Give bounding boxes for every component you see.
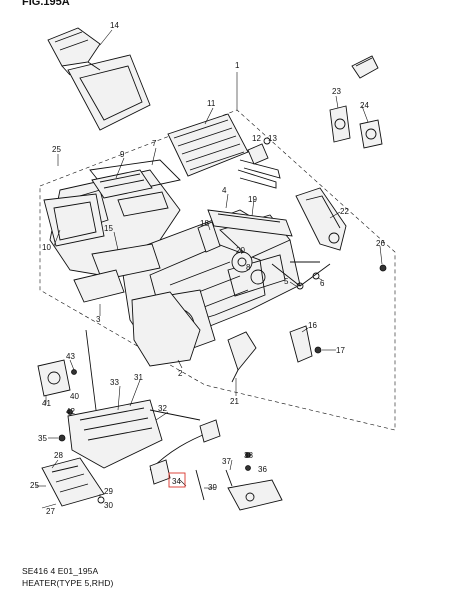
callout-12[interactable]: 12 [252, 134, 261, 143]
duct-lower-part[interactable] [73, 269, 125, 303]
clip-part[interactable] [312, 272, 320, 280]
actuator-arm-part[interactable] [289, 325, 313, 363]
callout-15[interactable]: 15 [104, 224, 113, 233]
callout-25[interactable]: 25 [52, 145, 61, 154]
screw-part-38[interactable] [245, 452, 251, 458]
callout-23[interactable]: 23 [332, 87, 341, 96]
callout-4[interactable]: 4 [222, 186, 227, 195]
callout-2[interactable]: 2 [178, 369, 183, 378]
screw-part-42[interactable] [67, 409, 73, 415]
callout-40[interactable]: 40 [70, 392, 79, 401]
callout-14[interactable]: 14 [110, 21, 119, 30]
switch-part[interactable] [225, 469, 283, 511]
linkage-rod-part[interactable] [271, 263, 331, 290]
callout-8[interactable]: 8 [246, 263, 251, 272]
knob-part-30[interactable] [97, 496, 105, 504]
diagram-code: SE416 4 E01_195A [22, 566, 99, 576]
callout-34-highlight [168, 472, 186, 488]
callout-39[interactable]: 39 [208, 483, 217, 492]
callout-35[interactable]: 35 [38, 434, 47, 443]
callout-25b[interactable]: 25 [30, 481, 39, 490]
control-lever-part[interactable] [197, 221, 221, 253]
callout-17[interactable]: 17 [336, 346, 345, 355]
heater-core-part[interactable] [167, 113, 281, 189]
screw-part-36[interactable] [245, 465, 251, 471]
callout-22[interactable]: 22 [340, 207, 349, 216]
figure-title: FIG.195A [22, 0, 70, 8]
leader-lines [36, 95, 383, 509]
callout-27[interactable]: 27 [46, 507, 55, 516]
servo-bracket-part[interactable] [295, 187, 347, 251]
callout-3[interactable]: 3 [96, 315, 101, 324]
callout-7[interactable]: 7 [152, 139, 157, 148]
callout-24[interactable]: 24 [360, 101, 369, 110]
callout-34[interactable]: 34 [172, 477, 181, 486]
callout-29[interactable]: 29 [104, 487, 113, 496]
assembly-outline [39, 72, 396, 431]
linkage-bar-part[interactable] [207, 209, 293, 237]
air-outlet-part[interactable] [91, 243, 161, 281]
callout-labels: 1 2 3 4 5 6 7 8 9 10 11 12 13 14 15 16 1… [30, 21, 385, 516]
callout-20[interactable]: 20 [236, 246, 245, 255]
grommet-part-23[interactable] [329, 105, 351, 143]
callout-43[interactable]: 43 [66, 352, 75, 361]
callout-41[interactable]: 41 [42, 399, 51, 408]
callout-19[interactable]: 19 [248, 195, 257, 204]
knob-panel-part[interactable] [41, 457, 105, 507]
callout-1[interactable]: 1 [235, 61, 240, 70]
callout-36[interactable]: 36 [258, 465, 267, 474]
motor-bracket-part[interactable] [37, 359, 77, 397]
gear-part[interactable] [231, 251, 253, 273]
callout-10[interactable]: 10 [42, 243, 51, 252]
mounting-bracket-part[interactable] [351, 55, 379, 79]
grommet-part-24[interactable] [359, 119, 383, 149]
damper-plate-part[interactable] [117, 191, 169, 217]
callout-30[interactable]: 30 [104, 501, 113, 510]
callout-38[interactable]: 38 [244, 451, 253, 460]
callout-13[interactable]: 13 [268, 134, 277, 143]
pipe-clamp-part[interactable] [247, 137, 271, 165]
callout-28[interactable]: 28 [54, 451, 63, 460]
callout-5[interactable]: 5 [284, 277, 289, 286]
callout-37[interactable]: 37 [222, 457, 231, 466]
screw-part-35[interactable] [58, 434, 66, 442]
link-arm-part[interactable] [227, 331, 257, 383]
diagram-caption: HEATER(TYPE 5,RHD) [22, 578, 114, 588]
callout-31[interactable]: 31 [134, 373, 143, 382]
callout-26[interactable]: 26 [376, 239, 385, 248]
callout-42[interactable]: 42 [66, 407, 75, 416]
wiring-harness-part[interactable] [149, 419, 221, 501]
callout-33[interactable]: 33 [110, 378, 119, 387]
air-duct-part[interactable] [47, 27, 151, 131]
callout-32[interactable]: 32 [158, 404, 167, 413]
filter-panel-part[interactable] [91, 169, 153, 199]
callout-18[interactable]: 18 [200, 219, 209, 228]
callout-16[interactable]: 16 [308, 321, 317, 330]
callout-11[interactable]: 11 [207, 99, 216, 108]
control-assembly-part[interactable] [67, 329, 201, 469]
callout-21[interactable]: 21 [230, 397, 239, 406]
screw-part[interactable] [379, 264, 387, 272]
callout-6[interactable]: 6 [320, 279, 325, 288]
lower-case-part[interactable] [131, 291, 201, 367]
bolt-part[interactable] [314, 346, 322, 354]
callout-9[interactable]: 9 [120, 150, 125, 159]
